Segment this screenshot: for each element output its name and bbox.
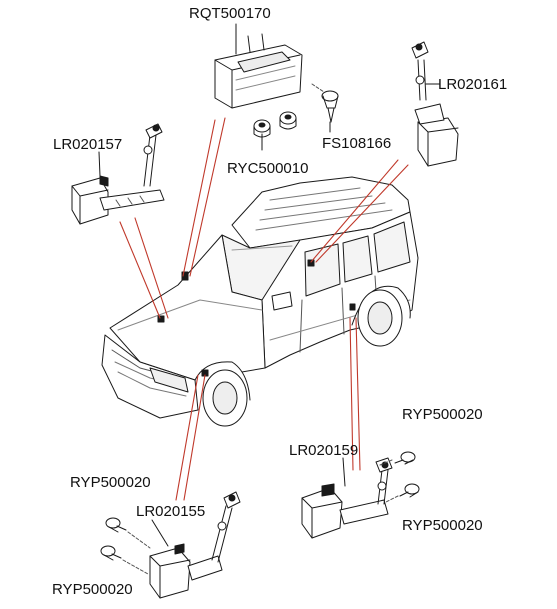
label-front-right-sensor: LR020155 (136, 503, 206, 520)
label-bolt-rear-lower: RYP500020 (402, 517, 483, 534)
height-sensor-ecu (214, 33, 303, 109)
front-right-height-sensor (149, 491, 241, 599)
label-bolt-rear-upper: RYP500020 (402, 406, 483, 423)
clip-bolt (311, 83, 339, 123)
label-clip-bolt: FS108166 (322, 135, 392, 152)
rear-left-height-sensor (301, 457, 393, 539)
rear-upper-bolt (379, 451, 416, 466)
front-left-height-sensor (71, 123, 165, 225)
front-lower-bolt (100, 545, 149, 575)
label-bolt-front-lower: RYP500020 (52, 581, 133, 598)
front-upper-bolt (105, 517, 151, 549)
label-bolt-front-upper: RYP500020 (70, 474, 151, 491)
label-front-left-sensor: LR020157 (53, 136, 123, 153)
label-nut: RYC500010 (227, 160, 309, 177)
label-ecu: RQT500170 (189, 5, 271, 22)
vehicle-illustration (101, 176, 419, 427)
rear-lower-bolt (385, 483, 420, 503)
label-pointers (98, 23, 437, 547)
ecu-nut-right (279, 111, 297, 130)
leader-lines (119, 117, 409, 501)
rear-right-height-sensor (411, 41, 459, 167)
label-rear-left-sensor: LR020159 (289, 442, 359, 459)
label-rear-right-sensor: LR020161 (438, 76, 508, 93)
